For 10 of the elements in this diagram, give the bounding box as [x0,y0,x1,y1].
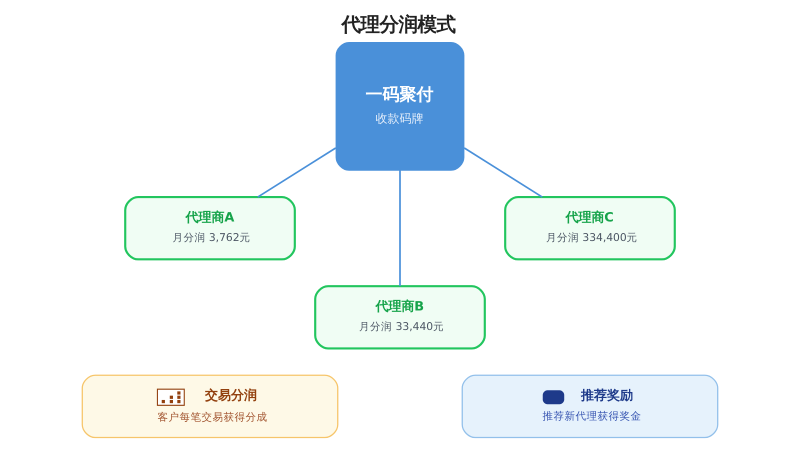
node-box: 一码聚付 收款码牌 [336,42,464,171]
node-box: 推荐奖励 推荐新代理获得奖金 [462,374,718,438]
node-box: 代理商C 月分润 334,400元 [504,196,676,260]
connector [257,147,336,198]
connector [399,170,401,286]
connector [464,147,543,198]
node-box: 代理商A 月分润 3,762元 [124,196,296,260]
diagram-title: 代理分润模式 [342,13,456,36]
node-box: 代理商B 月分润 33,440元 [314,285,486,350]
node-box: 交易分润 客户每笔交易获得分成 [82,374,338,438]
